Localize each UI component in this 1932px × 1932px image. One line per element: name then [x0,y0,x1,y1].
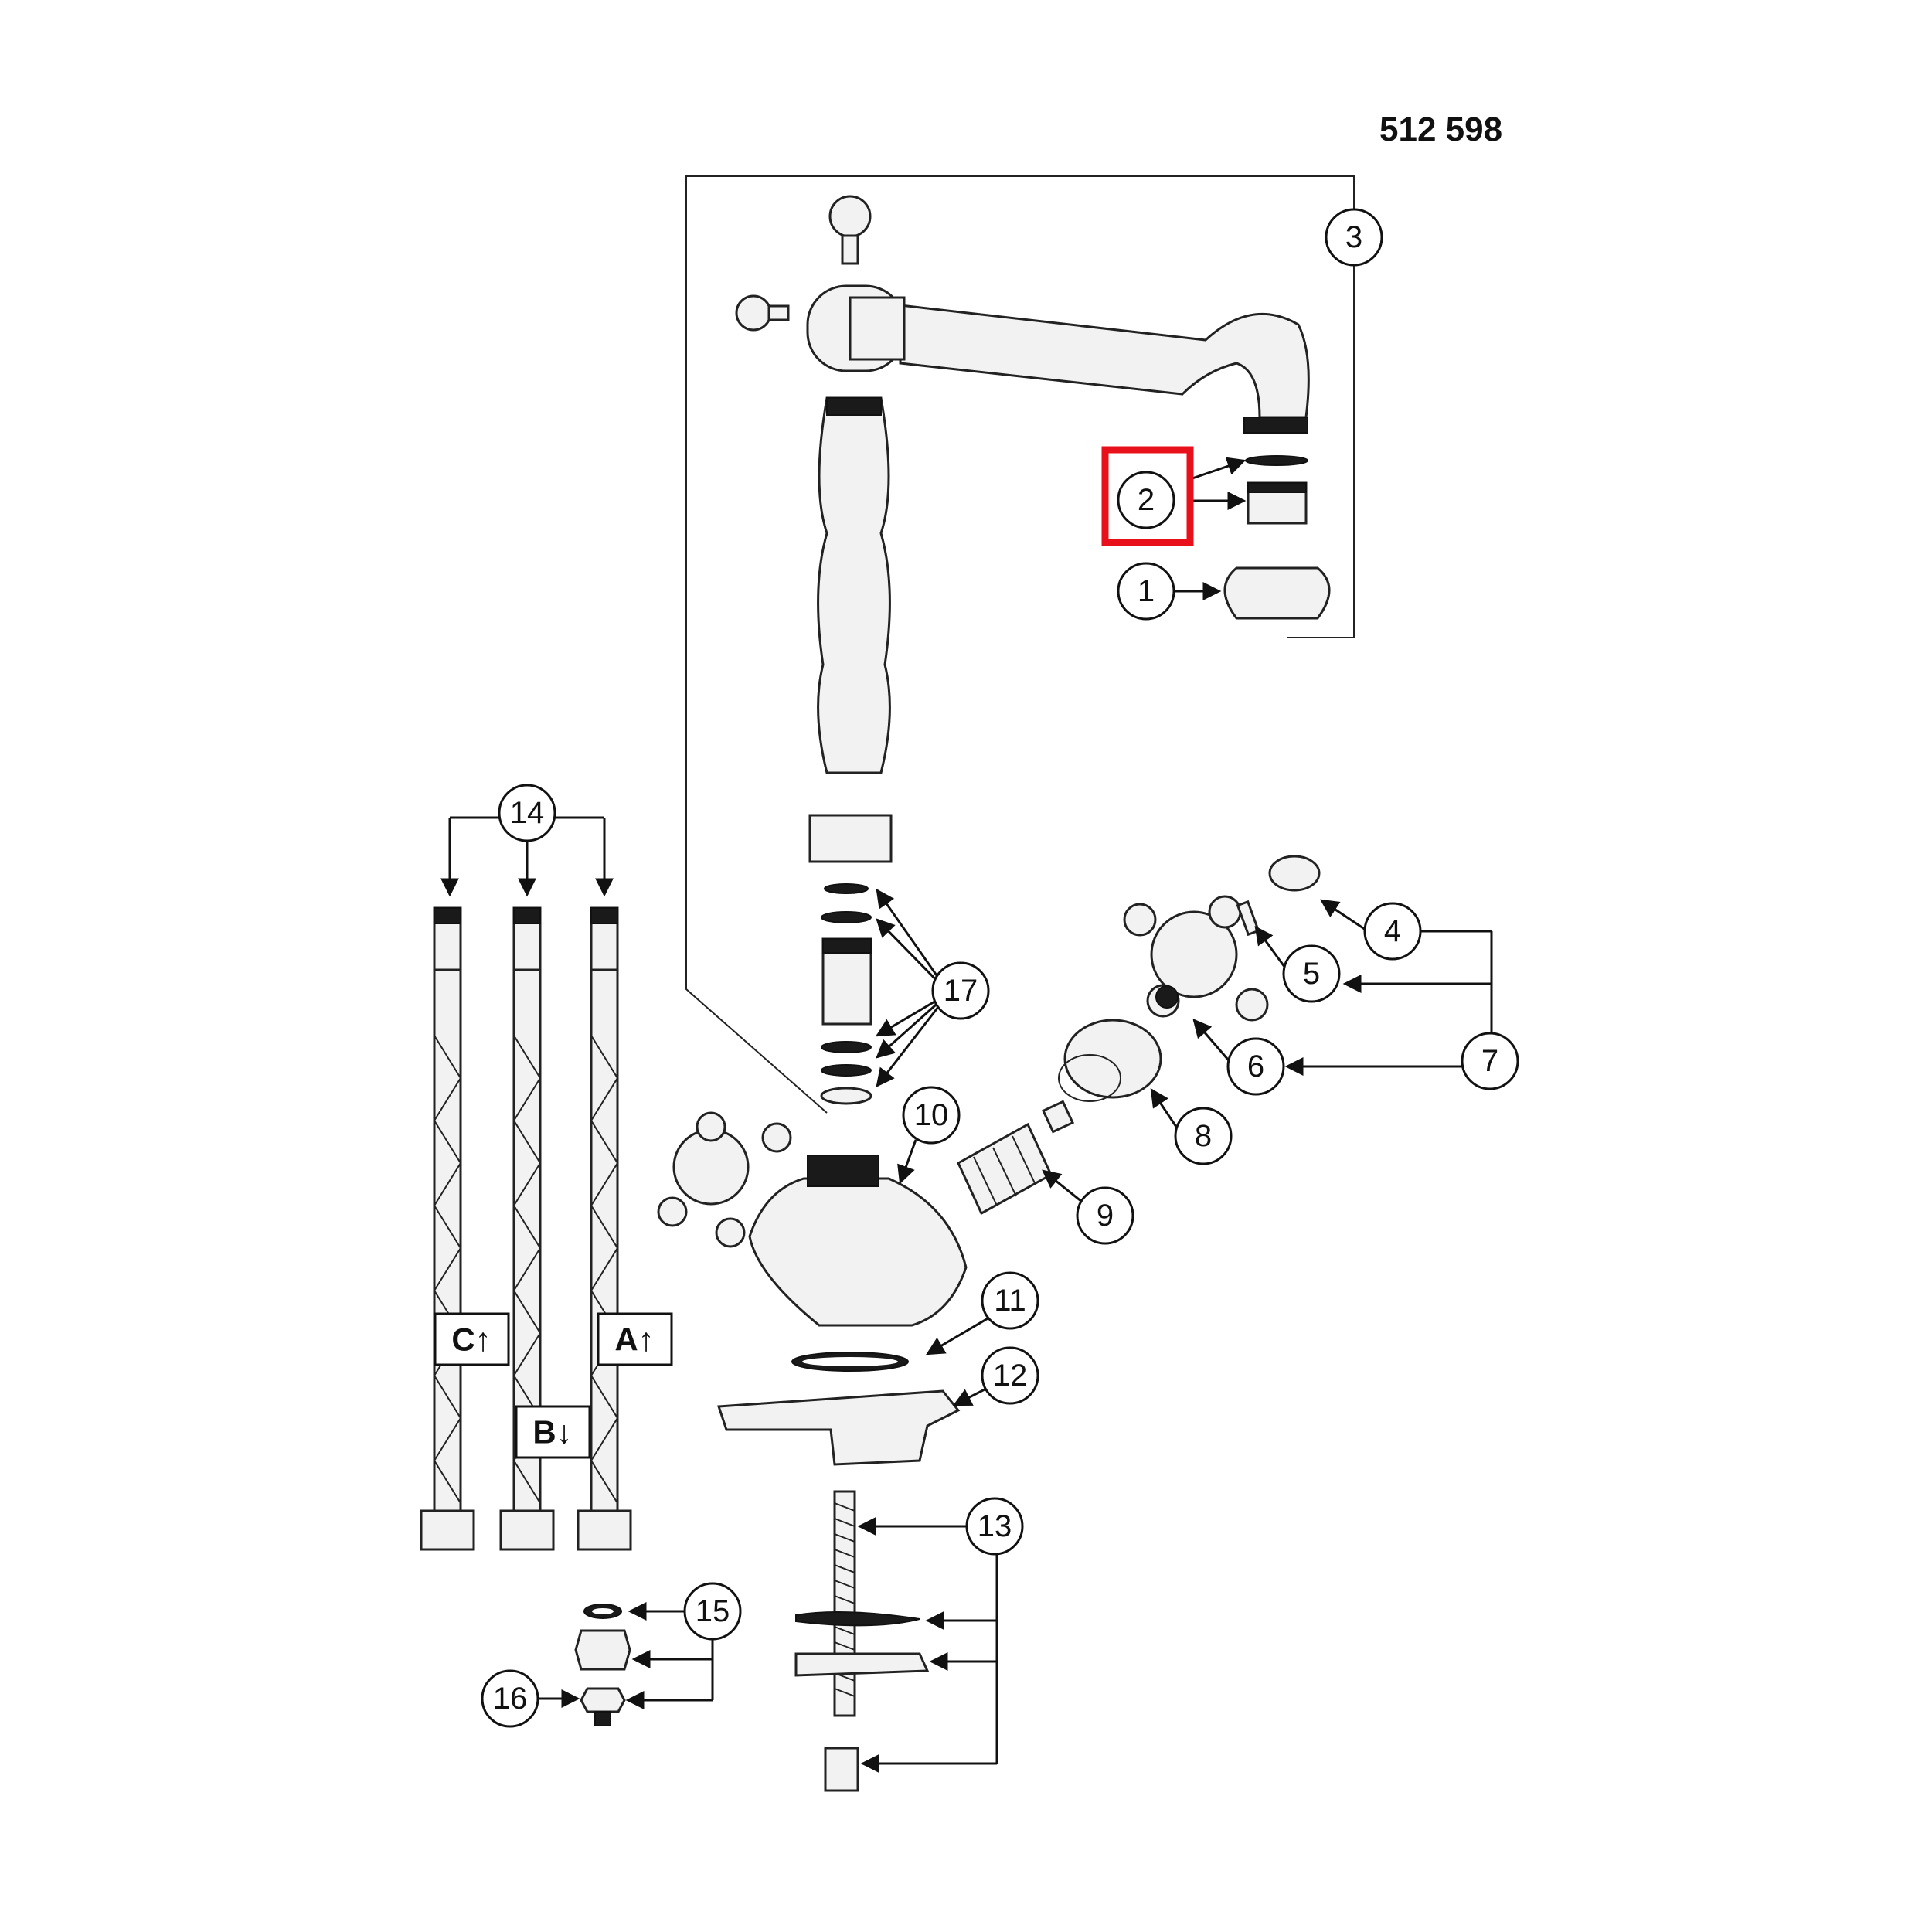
svg-text:B↓: B↓ [532,1414,572,1451]
cross-handle [1123,895,1269,1022]
svg-text:12: 12 [993,1359,1028,1393]
callout-10: 10 [902,1086,961,1145]
callout-1: 1 [1117,562,1175,621]
svg-text:C↑: C↑ [451,1321,491,1358]
svg-text:7: 7 [1481,1044,1498,1078]
product-code: 512 598 [1379,111,1502,148]
body-tube [808,396,893,863]
callout-15: 15 [683,1582,742,1641]
svg-text:13: 13 [978,1509,1012,1543]
callout-11: 11 [981,1271,1039,1330]
callout-17: 17 [931,961,990,1020]
index-cap [1268,855,1321,892]
spout-group-bracket [685,175,1355,1114]
svg-text:15: 15 [696,1594,730,1628]
svg-text:17: 17 [944,974,978,1008]
svg-text:14: 14 [510,796,545,830]
svg-text:1: 1 [1138,574,1155,608]
callout-5: 5 [1282,944,1341,1003]
svg-text:9: 9 [1097,1199,1114,1233]
sleeve [1063,1019,1162,1099]
svg-text:A↑: A↑ [614,1321,654,1358]
callout-4: 4 [1363,902,1422,961]
callout-8: 8 [1174,1107,1233,1165]
callout-13: 13 [965,1497,1024,1556]
hose-label-a: A↑ [597,1312,673,1366]
svg-text:2: 2 [1138,483,1155,517]
callout-6: 6 [1226,1037,1285,1096]
spout-assembly [735,195,1310,434]
callout-14: 14 [498,784,556,842]
hose-label-b: B↓ [515,1405,591,1459]
callout-2: 2 [1117,471,1175,529]
mounting-kit [794,1490,930,1792]
callout-16: 16 [481,1669,539,1728]
svg-text:6: 6 [1247,1049,1264,1083]
svg-text:10: 10 [914,1098,949,1132]
valve-cartridge [957,1100,1075,1216]
highlight-box [1101,446,1194,546]
aerator-parts [1223,455,1331,620]
svg-text:11: 11 [994,1284,1026,1318]
callout-3: 3 [1325,208,1383,267]
seal-stack [820,883,872,1105]
svg-text:16: 16 [493,1682,528,1716]
base-plate [716,1389,961,1466]
screw [1236,900,1260,937]
svg-text:4: 4 [1384,914,1401,948]
fittings [574,1604,631,1726]
callout-12: 12 [981,1346,1039,1405]
mixer-body [657,1111,968,1327]
svg-text:3: 3 [1345,220,1362,254]
supply-hoses [420,906,632,1551]
hose-label-c: C↑ [434,1312,510,1366]
callout-7: 7 [1461,1032,1519,1090]
svg-text:8: 8 [1195,1119,1212,1153]
callout-9: 9 [1076,1186,1134,1245]
svg-text:5: 5 [1303,957,1320,991]
